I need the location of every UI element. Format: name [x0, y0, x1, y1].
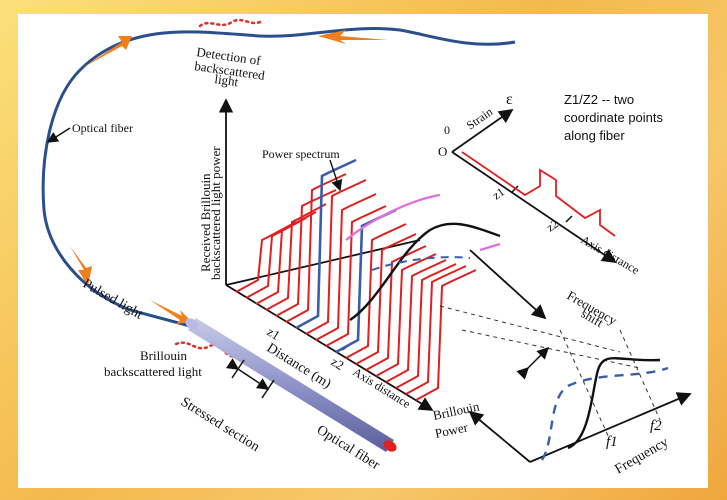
fiber-pointer: [46, 127, 71, 143]
label-zero: 0: [444, 123, 450, 137]
brillouin-spectrum-solid: [567, 357, 661, 450]
label-z2-upper: z2: [544, 216, 561, 234]
label-power-spectrum: Power spectrum: [262, 147, 340, 161]
label-optical-fiber-top: Optical fiber: [72, 121, 133, 135]
shift-arrow: [516, 346, 550, 380]
diagram-panel: [18, 14, 708, 488]
label-received-1: Received Brillouin: [198, 173, 213, 272]
optical-fiber-tube: [185, 318, 397, 452]
light-arrow-top-left: [82, 36, 132, 68]
distance-axis: [225, 284, 434, 411]
projection-lines: [439, 305, 661, 441]
label-z1z2-note-3: along fiber: [564, 128, 625, 143]
strain-distance-axis: [451, 151, 617, 264]
freq-shift-arrow: [469, 249, 547, 320]
label-brillouin-2: backscattered light: [104, 364, 202, 379]
label-brillouin-power-1: Brillouin: [432, 398, 482, 423]
stressed-section-marker: [225, 358, 275, 399]
pulsed-light-arrow: [150, 300, 192, 324]
label-f1: f1: [606, 434, 618, 450]
label-frequency: Frequency: [613, 435, 672, 478]
brillouin-spectrum-dashed: [540, 366, 669, 461]
strain-axis: [451, 108, 514, 153]
label-f2: f2: [650, 418, 662, 434]
label-strain-symbol: ε: [506, 91, 513, 108]
label-z1z2-note-2: coordinate points: [564, 110, 664, 125]
label-z1-lower: z1: [264, 324, 282, 343]
label-z1z2-note-1: Z1/Z2 -- two: [564, 92, 634, 107]
label-origin: O: [438, 144, 447, 159]
label-stressed-section: Stressed section: [178, 395, 262, 455]
label-pulsed-light: Pulsed light: [80, 276, 145, 322]
fiber-loop: [41, 27, 516, 328]
light-arrow-left: [70, 246, 92, 286]
label-received-2: backscattered light power: [208, 146, 223, 280]
light-arrow-top-right: [318, 30, 388, 44]
detection-dots: [198, 18, 262, 28]
label-light: light: [214, 71, 240, 89]
spectrum-traces: [235, 158, 501, 401]
strain-curve: [461, 151, 616, 237]
label-axis-distance-upper: Axis distance: [579, 232, 642, 277]
brillouin-power-axis: [468, 410, 531, 463]
frequency-axis: [529, 392, 692, 463]
spectrum-pointer: [329, 159, 343, 192]
label-strain: Strain: [464, 105, 496, 133]
label-brillouin-power-2: Power: [434, 419, 470, 441]
label-brillouin-1: Brillouin: [140, 348, 187, 363]
